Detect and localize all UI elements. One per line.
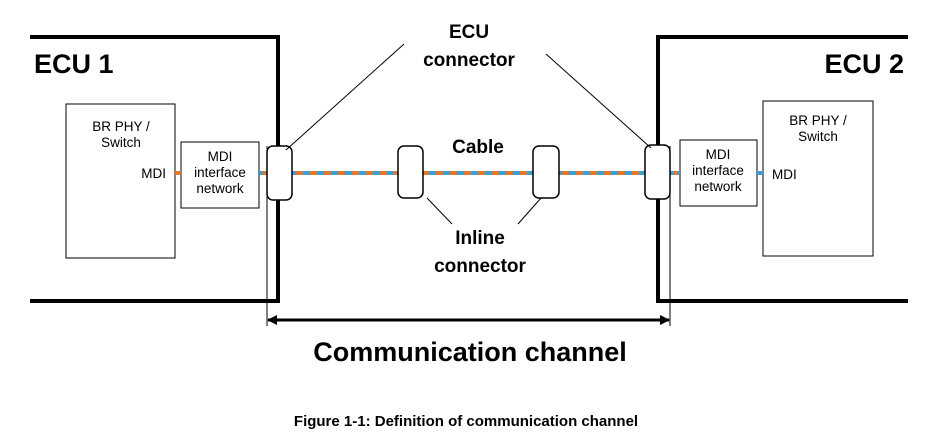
- ecu2-mdi-net-line1: MDI: [706, 147, 731, 162]
- inline-connector-label-line2: connector: [434, 256, 526, 277]
- ecu1-mdi-interface-network: [180, 141, 260, 209]
- inline-connector-leader-right: [517, 197, 542, 225]
- ecu-connector-leader-right: [545, 53, 652, 149]
- ecu-connector-label-line1: ECU: [449, 22, 489, 43]
- ecu1-mdi-net-line1: MDI: [208, 149, 233, 164]
- inline-connector-left: [397, 145, 424, 199]
- ecu1-phy-switch-block: [65, 103, 176, 259]
- inline-connector-leader-left: [426, 197, 453, 225]
- ecu2-mdi-label: MDI: [772, 167, 797, 182]
- ecu2-connector: [644, 144, 671, 200]
- inline-connector-label-line1: Inline: [455, 228, 505, 249]
- ecu1-mdi-net-line2: interface: [194, 165, 246, 180]
- ecu1-connector: [266, 145, 293, 201]
- channel-label: Communication channel: [313, 337, 627, 367]
- inline-connector-right: [532, 145, 560, 199]
- ecu-connector-label-line2: connector: [423, 50, 515, 71]
- ecu1-mdi-label: MDI: [141, 166, 166, 181]
- ecu2-phy-label-line2: Switch: [798, 129, 838, 144]
- ecu1-phy-label-line2: Switch: [101, 135, 141, 150]
- ecu2-mdi-net-line2: interface: [692, 163, 744, 178]
- cable-label: Cable: [452, 137, 504, 158]
- ecu-connector-leader-left: [285, 43, 405, 151]
- ecu2-phy-switch-block: [762, 100, 874, 257]
- figure-caption: Figure 1-1: Definition of communication …: [294, 413, 638, 430]
- ecu1-phy-label-line1: BR PHY /: [92, 119, 150, 134]
- ecu2-phy-label-line1: BR PHY /: [789, 113, 847, 128]
- ecu1-mdi-net-line3: network: [196, 181, 244, 196]
- ecu2-title: ECU 2: [824, 49, 904, 79]
- ecu2-mdi-net-line3: network: [694, 179, 742, 194]
- ecu1-title: ECU 1: [34, 49, 114, 79]
